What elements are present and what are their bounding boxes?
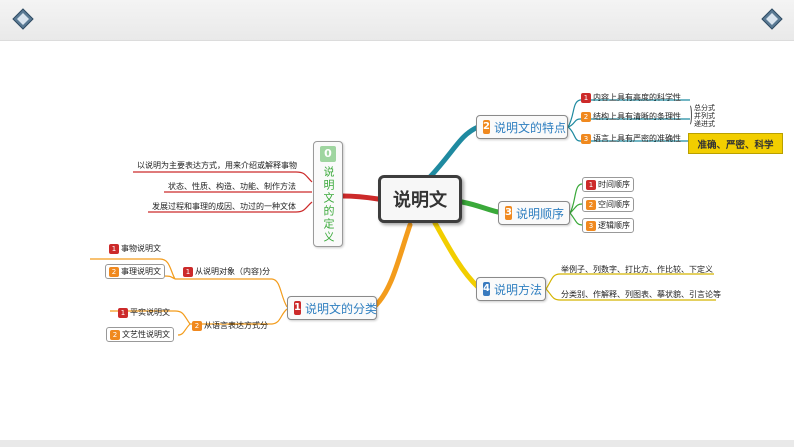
center-topic[interactable]: 说明文	[378, 175, 462, 223]
methods-item[interactable]: 举例子、列数字、打比方、作比较、下定义	[561, 265, 713, 274]
bottom-bar	[0, 440, 794, 447]
topic-methods-label: 说明方法	[493, 282, 542, 297]
topic-classification[interactable]: 1 说明文的分类	[287, 296, 377, 320]
structure-types: 总分式 并列式 递进式	[694, 104, 715, 128]
topic-definition-label: 说明文的定义	[322, 166, 335, 244]
topic-order-label: 说明顺序	[515, 206, 564, 221]
definition-item[interactable]: 状态、性质、构造、功能、制作方法	[168, 182, 296, 191]
topic-number-badge: 2	[483, 120, 490, 134]
methods-item[interactable]: 分类别、作解释、列图表、摹状貌、引言论等	[561, 290, 721, 299]
topic-features-label: 说明文的特点	[493, 120, 566, 135]
topic-number-badge: 0	[320, 146, 336, 162]
title-bar	[0, 0, 794, 41]
topic-features[interactable]: 2 说明文的特点	[476, 115, 568, 139]
topic-definition[interactable]: 0 说明文的定义	[313, 141, 343, 247]
topic-number-badge: 4	[483, 282, 490, 296]
definition-item[interactable]: 以说明为主要表达方式，用来介绍或解释事物	[137, 161, 297, 170]
topic-methods[interactable]: 4 说明方法	[476, 277, 546, 301]
definition-item[interactable]: 发展过程和事理的成因、功过的一种文体	[152, 202, 296, 211]
topic-order[interactable]: 3 说明顺序	[498, 201, 570, 225]
center-topic-label: 说明文	[393, 190, 447, 211]
topic-number-badge: 1	[294, 301, 301, 315]
language-tag: 准确、严密、科学	[688, 133, 783, 154]
topic-classification-label: 说明文的分类	[304, 301, 377, 316]
diamond-icon	[761, 8, 783, 30]
topic-number-badge: 3	[505, 206, 512, 220]
diamond-icon	[12, 8, 34, 30]
